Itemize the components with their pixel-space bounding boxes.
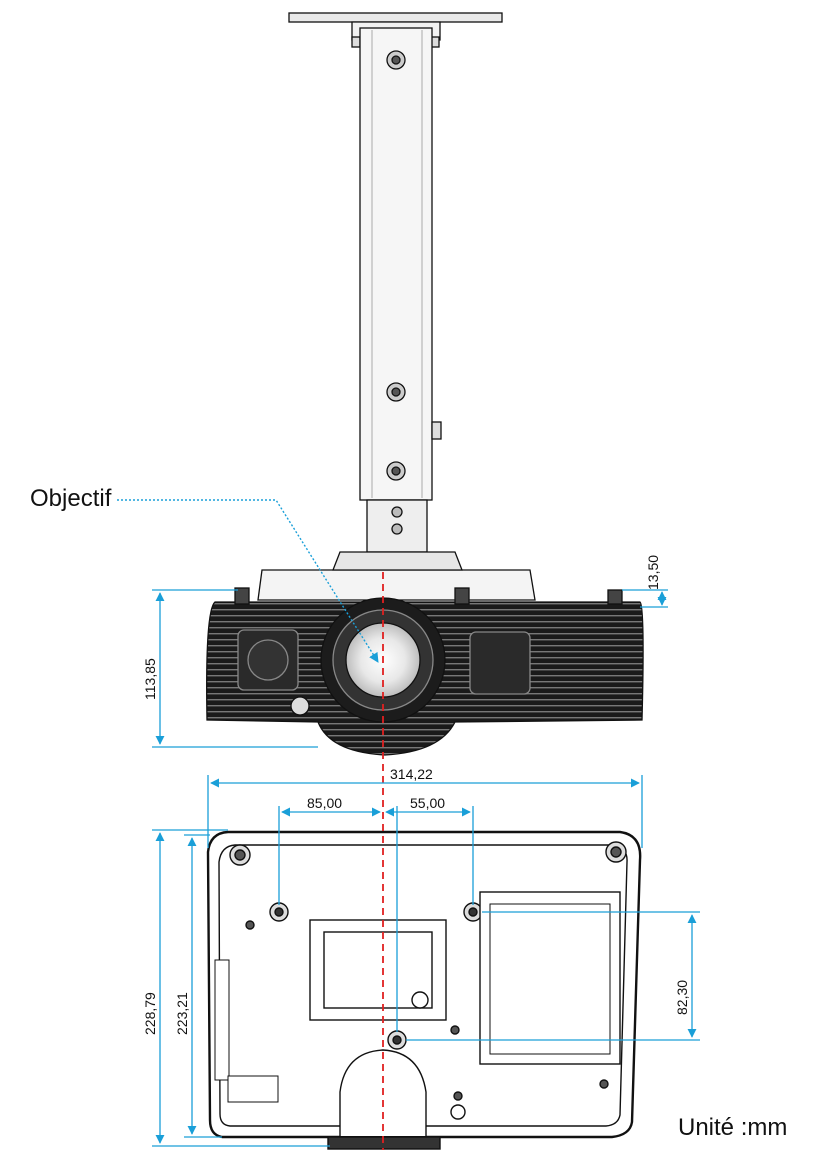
- left-offset-label: 85,00: [307, 795, 342, 811]
- pole-bolt: [386, 461, 406, 481]
- dimension-lines: [152, 589, 700, 1147]
- mount-spacing-label: 82,30: [674, 980, 690, 1015]
- mount-bracket: [257, 569, 536, 601]
- ceiling-mount: [257, 12, 536, 601]
- control-panel: [469, 631, 531, 695]
- corner-foot: [605, 841, 627, 863]
- mount-pole: [359, 27, 433, 501]
- ceiling-plate: [288, 12, 503, 23]
- pole-bolt: [386, 50, 406, 70]
- projector-front-view: [206, 587, 644, 756]
- mount-hole: [387, 1030, 407, 1050]
- pole-bolt: [386, 382, 406, 402]
- overall-width-label: 314,22: [390, 766, 433, 782]
- ir-sensor: [290, 696, 310, 716]
- mount-hole: [463, 902, 483, 922]
- lens-ring: [327, 1136, 441, 1150]
- body-depth-label: 223,21: [174, 992, 190, 1035]
- callout-leader: [117, 499, 379, 663]
- unit-label: Unité :mm: [678, 1114, 788, 1141]
- foot-height-label: 13,50: [645, 555, 661, 590]
- right-offset-label: 55,00: [410, 795, 445, 811]
- overall-depth-label: 228,79: [142, 992, 158, 1035]
- front-height-label: 113,85: [142, 658, 158, 700]
- lens-callout-label: Objectif: [30, 485, 112, 512]
- mount-hole: [269, 902, 289, 922]
- corner-foot: [229, 844, 251, 866]
- projector-bottom-view: [206, 830, 642, 1150]
- pole-clamp: [431, 421, 442, 440]
